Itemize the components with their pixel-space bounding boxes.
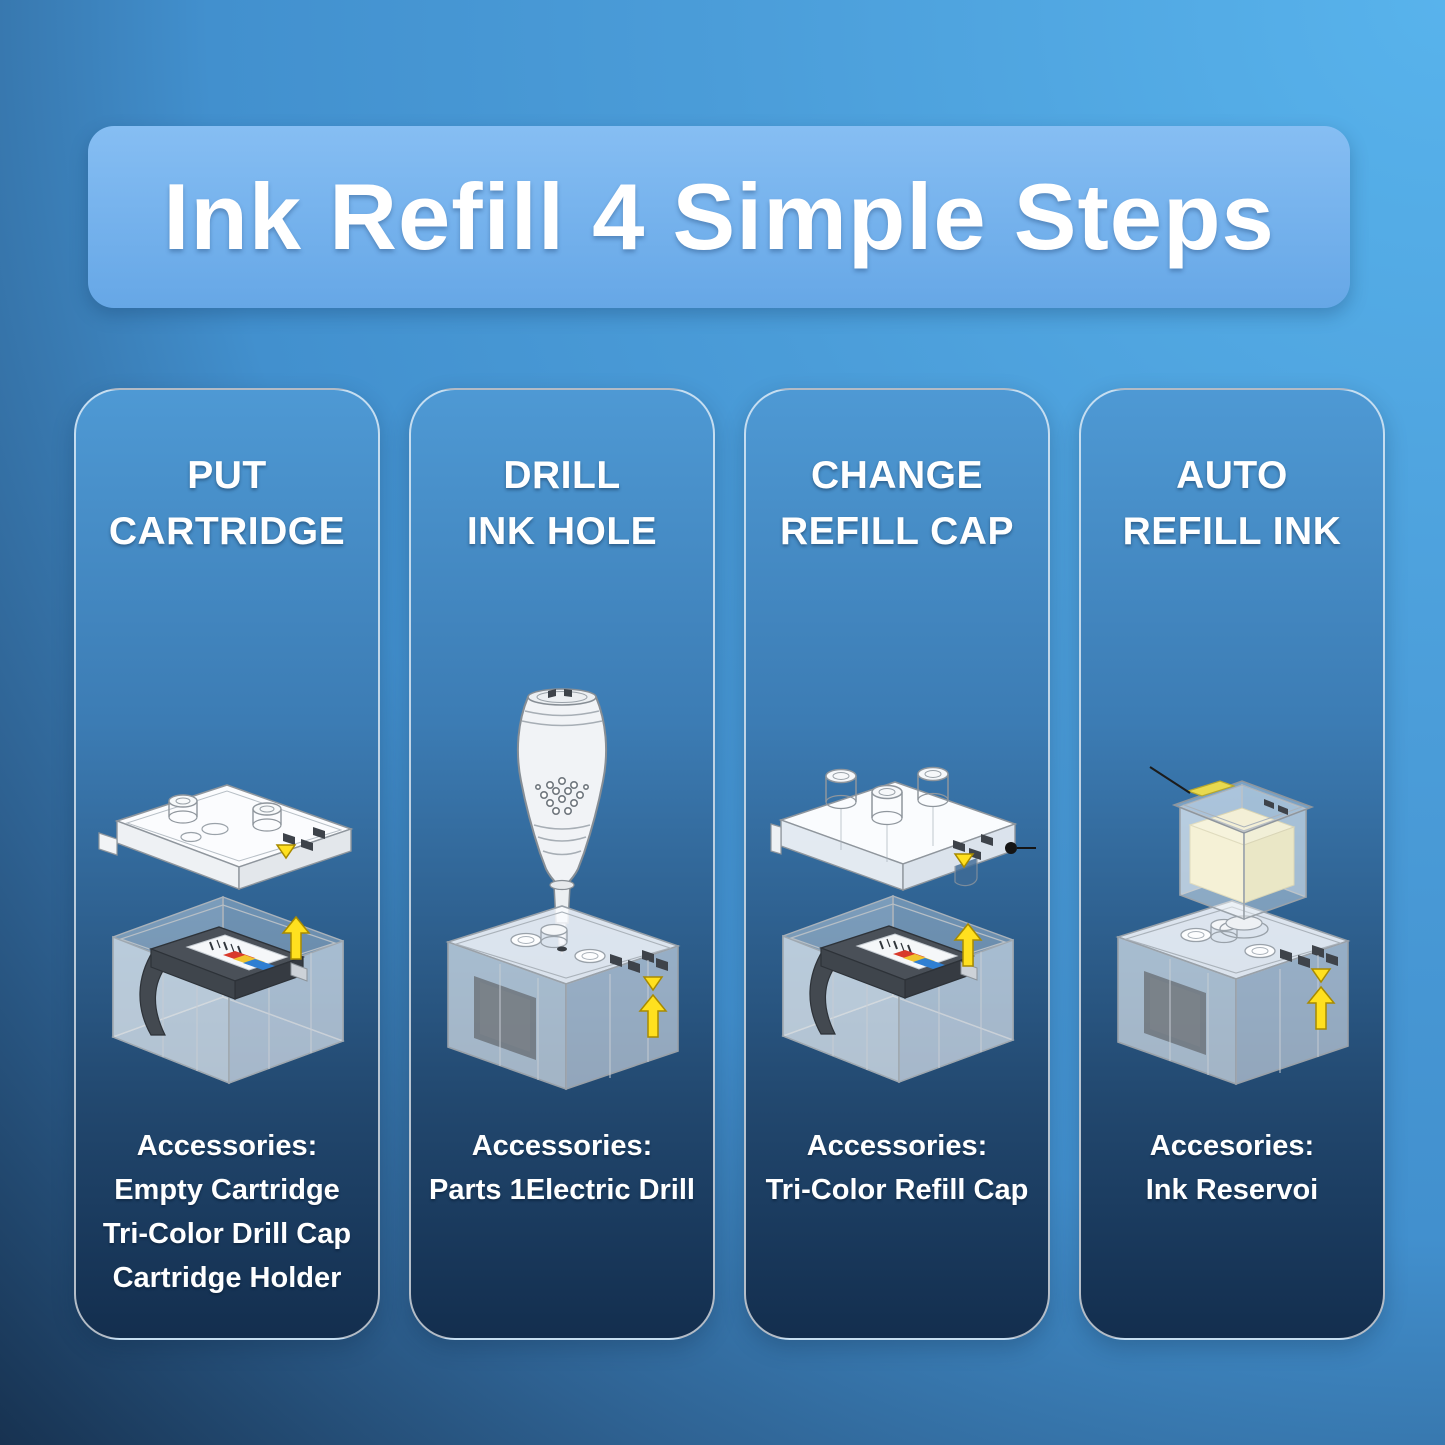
accessories-text: Accesories: Ink Reservoi [1081,1124,1383,1212]
page-title: Ink Refill 4 Simple Steps [163,164,1275,269]
cartridge-holder-box-closed [447,905,679,1090]
accessories-label: Accessories: [806,1130,988,1162]
accessory-item: Tri-Color Drill Cap [102,1218,352,1250]
drill-ink-hole-illustration [447,688,679,1090]
ink-reservoir [1149,766,1315,939]
refill-towers [825,766,949,826]
accessories-label: Accessories: [136,1130,318,1162]
drill-vent-holes [535,777,590,816]
accessories-text: Accessories: Empty Cartridge Tri-Color D… [76,1124,378,1300]
tri-color-refill-cap [770,766,1036,891]
title-banner: Ink Refill 4 Simple Steps [88,126,1350,308]
air-needle [1149,766,1191,794]
drill-cap-lid [98,784,354,891]
put-cartridge-illustration [98,784,354,1084]
auto-refill-ink-illustration [1117,766,1349,1085]
accessory-item: Empty Cartridge [114,1174,340,1206]
accessory-item: Cartridge Holder [112,1262,342,1294]
accessory-item: Ink Reservoi [1145,1174,1319,1206]
sealing-tag [1186,780,1236,797]
accessory-item: Parts 1Electric Drill [429,1174,695,1206]
accessory-item: Tri-Color Refill Cap [765,1174,1029,1206]
vent-plug-dot [1005,842,1017,854]
accessories-label: Accessories: [471,1130,653,1162]
accessories-label: Accesories: [1149,1130,1315,1162]
accessories-text: Accessories: Tri-Color Refill Cap [746,1124,1048,1212]
cartridge-holder-box [782,895,1014,1083]
accessories-text: Accessories: Parts 1Electric Drill [411,1124,713,1212]
cartridge-holder-box [112,896,344,1084]
change-refill-cap-illustration [770,766,1036,1083]
